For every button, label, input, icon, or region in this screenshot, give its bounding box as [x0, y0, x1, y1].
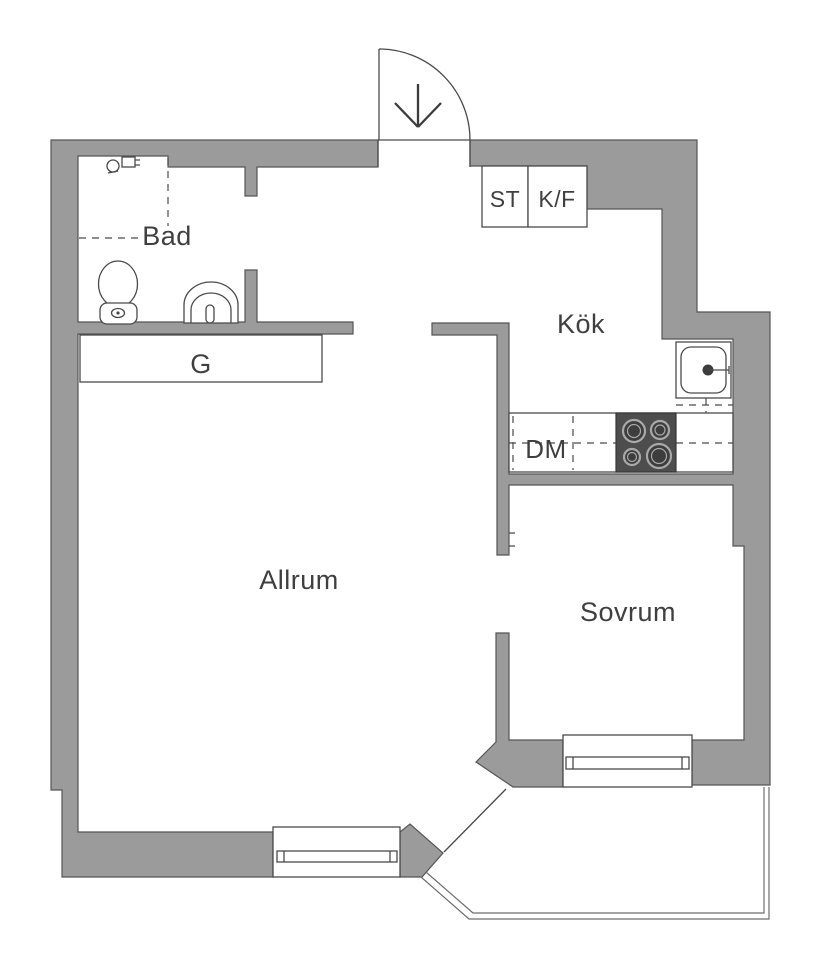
shower-zone-dashes: [79, 158, 169, 239]
wall-left-block: [50, 139, 379, 878]
cleaning-cabinet-label: ST: [490, 186, 520, 212]
fridge-freezer-label: K/F: [538, 186, 575, 212]
basin-icon: [183, 281, 239, 324]
dishwasher-label: DM: [525, 434, 566, 464]
entrance-door: [377, 48, 471, 167]
cleaning-cabinet-box: [481, 165, 529, 228]
counter-dashes: [509, 398, 733, 470]
living-room-window: [272, 826, 401, 878]
balcony-railing-inner: [425, 787, 765, 914]
walls: [50, 139, 771, 878]
kitchen: [481, 165, 734, 473]
bathroom: [79, 156, 239, 325]
kitchen-label: Kök: [557, 309, 605, 339]
fridge-freezer-box: [527, 165, 588, 228]
bedroom-label: Sovrum: [580, 597, 676, 627]
hinge-ticks: [509, 532, 515, 547]
shower-mixer-icon: [106, 156, 140, 174]
door-jambs: [377, 140, 471, 167]
bedroom-window: [562, 734, 693, 788]
balcony: [420, 787, 770, 920]
entry-arrow-icon: [394, 84, 442, 128]
wall-living-bay: [399, 823, 444, 878]
labels: Bad G ST K/F Kök DM Allrum Sovrum: [142, 186, 676, 627]
bathroom-label: Bad: [142, 221, 192, 251]
balcony-threshold: [443, 788, 507, 853]
wardrobe: [79, 334, 323, 383]
wall-right-block: [431, 139, 771, 786]
windows: [272, 734, 693, 878]
wardrobe-box: [79, 334, 323, 383]
balcony-railing-outer: [420, 787, 770, 920]
toilet-icon: [97, 260, 139, 325]
wall-bedroom-bay: [475, 632, 564, 788]
stove-icon: [615, 412, 677, 473]
sink-icon: [675, 341, 732, 399]
living-room-label: Allrum: [259, 565, 339, 595]
wardrobe-label: G: [190, 349, 212, 379]
door-swing-arc: [378, 48, 471, 141]
